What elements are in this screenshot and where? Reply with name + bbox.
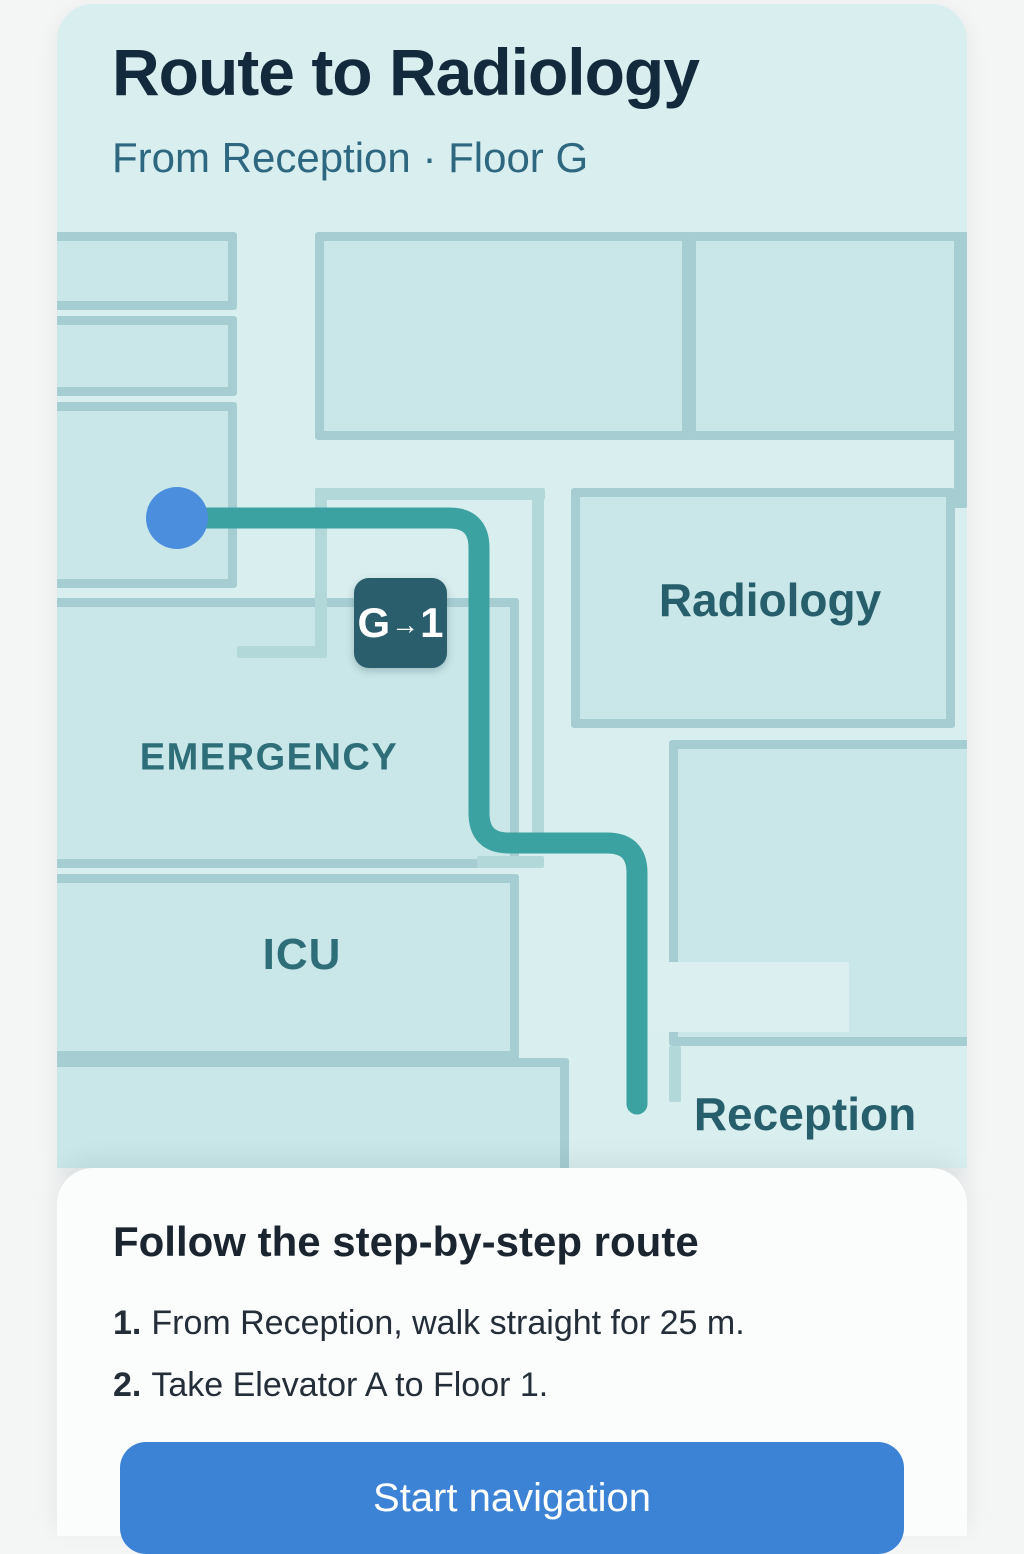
map-wall xyxy=(315,488,327,654)
arrow-right-icon: → xyxy=(391,609,420,640)
step-number: 1. xyxy=(113,1304,142,1342)
room-label-emergency: EMERGENCY xyxy=(139,736,399,779)
route-subtitle: From Reception · Floor G xyxy=(112,134,589,181)
room-icu xyxy=(57,874,519,1060)
room-central-top xyxy=(315,232,691,440)
map-wall xyxy=(669,1046,681,1102)
map-wall xyxy=(315,488,545,500)
route-step: 1.From Reception, walk straight for 25 m… xyxy=(113,1304,745,1343)
start-location-marker xyxy=(146,487,208,549)
badge-from-floor: G xyxy=(357,599,391,646)
route-map-card: G → 1 EMERGENCY ICU Radiology Reception … xyxy=(57,4,967,1168)
corridor-opening xyxy=(649,962,849,1032)
step-text: Take Elevator A to Floor 1. xyxy=(151,1366,549,1404)
room-label-icu: ICU xyxy=(262,930,342,979)
elevator-badge: G → 1 xyxy=(354,578,447,668)
room-label-radiology: Radiology xyxy=(658,574,882,626)
map-wall xyxy=(532,488,544,844)
page-title: Route to Radiology xyxy=(112,35,700,109)
room-label-reception: Reception xyxy=(693,1088,917,1140)
route-step: 2.Take Elevator A to Floor 1. xyxy=(113,1366,548,1405)
step-number: 2. xyxy=(113,1366,142,1404)
route-overlay xyxy=(146,487,648,1115)
room-radiology xyxy=(571,488,955,728)
room-bottom-left xyxy=(57,1058,569,1168)
map-wall xyxy=(237,646,327,658)
room-top-left-3 xyxy=(57,402,237,588)
directions-panel: Follow the step-by-step route 1.From Rec… xyxy=(57,1168,967,1554)
map-wall xyxy=(477,856,544,868)
start-navigation-label: Start navigation xyxy=(373,1475,651,1520)
badge-to-floor: 1 xyxy=(420,599,444,646)
room-top-left-2 xyxy=(57,316,237,396)
step-text: From Reception, walk straight for 25 m. xyxy=(151,1304,745,1342)
directions-heading: Follow the step-by-step route xyxy=(113,1218,699,1265)
route-path xyxy=(166,507,648,1115)
start-navigation-button[interactable]: Start navigation xyxy=(120,1442,904,1554)
room-top-right xyxy=(687,232,967,440)
room-top-left-1 xyxy=(57,232,237,310)
map-wall xyxy=(954,232,967,508)
